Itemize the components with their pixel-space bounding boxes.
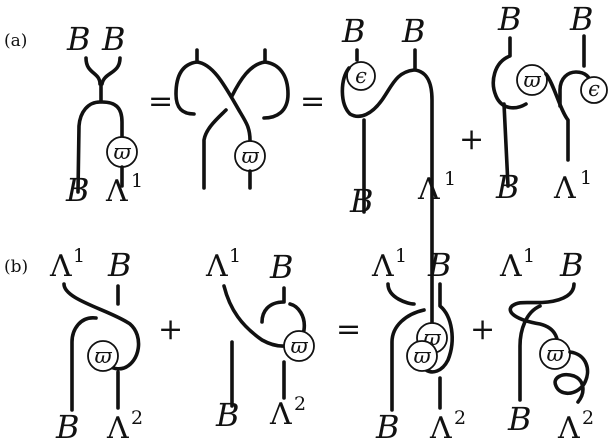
string-strand bbox=[174, 48, 199, 116]
string-strand bbox=[260, 286, 286, 324]
string-strand bbox=[386, 282, 416, 306]
string-strand bbox=[76, 100, 102, 194]
string-strand bbox=[544, 72, 570, 162]
node-varpi-glyph: ϖ bbox=[113, 140, 131, 164]
node-varpi-glyph: ϖ bbox=[546, 342, 564, 366]
string-strand bbox=[100, 56, 122, 86]
label-top-left: Λ bbox=[499, 249, 522, 284]
operator-equals: = bbox=[336, 312, 361, 347]
panel-a-term-3-bottom-labels: B Λ 1 bbox=[349, 168, 456, 220]
panel-a: (a) B B ϖ B Λ 1 = ϖ bbox=[4, 0, 608, 354]
string-strand bbox=[100, 100, 124, 138]
node-varpi-glyph: ϖ bbox=[241, 144, 259, 168]
panel-a-term-4: B B ϖ ϵ B Λ 1 bbox=[491, 0, 608, 206]
label-top-right: B bbox=[269, 248, 294, 286]
string-strand bbox=[390, 308, 426, 412]
label-top-left-sup: 1 bbox=[229, 245, 241, 267]
panel-b-term-2: Λ 1 B ϖ B Λ 2 bbox=[205, 245, 315, 434]
panel-b-term-3: Λ 1 B ϖ B Λ 2 bbox=[371, 245, 466, 444]
label-top-left-sup: 1 bbox=[73, 245, 85, 267]
panel-b: (b) Λ 1 B ϖ B Λ 2 + Λ 1 B ϖ bbox=[4, 245, 594, 444]
operator-plus: + bbox=[470, 312, 495, 347]
operator-plus: + bbox=[158, 312, 183, 347]
panel-b-tag: (b) bbox=[4, 257, 28, 277]
operator-equals: = bbox=[300, 84, 325, 119]
node-varpi-glyph: ϖ bbox=[290, 334, 308, 358]
node-varpi-glyph: ϖ bbox=[413, 344, 431, 368]
label-bottom-right-sup: 1 bbox=[580, 167, 592, 189]
panel-a-term-2: ϖ bbox=[174, 48, 290, 190]
label-bottom-left: B bbox=[495, 168, 520, 206]
panel-b-term-1: Λ 1 B ϖ B Λ 2 bbox=[49, 245, 143, 444]
label-bottom-right: Λ bbox=[106, 411, 129, 444]
string-strand bbox=[70, 316, 98, 412]
string-strand bbox=[413, 48, 434, 324]
label-bottom-left: B bbox=[349, 182, 374, 220]
string-strand bbox=[491, 36, 528, 110]
string-strand bbox=[230, 60, 267, 98]
node-varpi bbox=[87, 340, 119, 372]
label-top-right: B bbox=[569, 0, 594, 38]
label-bottom-right: Λ bbox=[269, 397, 292, 432]
string-strand bbox=[62, 282, 141, 371]
operator-equals: = bbox=[148, 84, 173, 119]
panel-b-term-4: Λ 1 B ϖ B Λ 2 bbox=[499, 245, 594, 444]
label-top-left: B bbox=[497, 0, 522, 38]
label-top-left: B bbox=[341, 12, 366, 50]
label-bottom-left: B bbox=[375, 408, 400, 444]
label-top-right: B bbox=[107, 246, 132, 284]
node-varpi bbox=[283, 330, 315, 362]
string-strand bbox=[262, 48, 290, 120]
label-bottom-right: Λ bbox=[429, 411, 452, 444]
panel-a-term-3: B B ϵ ϖ bbox=[340, 12, 448, 354]
string-strand bbox=[84, 56, 102, 86]
label-bottom-right: Λ bbox=[417, 172, 440, 207]
label-top-left-sup: 1 bbox=[523, 245, 535, 267]
panel-a-term-1: B B ϖ B Λ 1 bbox=[65, 20, 143, 209]
label-top-left-sup: 1 bbox=[395, 245, 407, 267]
node-epsilon-glyph: ϵ bbox=[355, 64, 367, 88]
node-varpi-glyph: ϖ bbox=[523, 68, 541, 92]
node-varpi bbox=[516, 64, 548, 96]
string-strand bbox=[508, 282, 576, 354]
label-top-right: B bbox=[401, 12, 426, 50]
label-bottom-right: Λ bbox=[553, 171, 576, 206]
node-epsilon bbox=[580, 76, 608, 104]
label-top-left: Λ bbox=[49, 249, 72, 284]
node-varpi-glyph: ϖ bbox=[94, 344, 112, 368]
string-strand bbox=[553, 350, 590, 404]
label-bottom-left: B bbox=[507, 400, 532, 438]
label-bottom-right: Λ bbox=[105, 174, 128, 209]
label-top-left: Λ bbox=[371, 249, 394, 284]
label-bottom-right-sup: 2 bbox=[294, 393, 306, 415]
node-varpi bbox=[406, 340, 438, 372]
string-strand bbox=[518, 304, 542, 402]
string-strand bbox=[195, 60, 252, 142]
label-bottom-right-sup: 1 bbox=[444, 168, 456, 190]
label-bottom-left: B bbox=[65, 171, 90, 209]
node-epsilon-glyph: ϵ bbox=[588, 77, 600, 101]
label-bottom-left: B bbox=[215, 396, 240, 434]
label-bottom-left: B bbox=[55, 408, 80, 444]
label-top-right: B bbox=[559, 246, 584, 284]
string-strand bbox=[340, 66, 416, 119]
label-bottom-right-sup: 2 bbox=[582, 407, 594, 429]
node-varpi bbox=[539, 338, 571, 370]
label-bottom-right: Λ bbox=[557, 411, 580, 444]
label-bottom-right-sup: 1 bbox=[131, 170, 143, 192]
string-strand bbox=[202, 108, 228, 190]
label-top-left: Λ bbox=[205, 249, 228, 284]
label-bottom-right-sup: 2 bbox=[131, 407, 143, 429]
node-epsilon bbox=[346, 61, 376, 91]
operator-plus: + bbox=[459, 122, 484, 157]
label-top-left: B bbox=[66, 20, 91, 58]
label-bottom-right-sup: 2 bbox=[454, 407, 466, 429]
string-strand bbox=[502, 102, 510, 188]
label-top-right: B bbox=[101, 20, 126, 58]
label-top-right: B bbox=[427, 246, 452, 284]
string-strand bbox=[424, 282, 454, 374]
panel-a-tag: (a) bbox=[4, 31, 27, 51]
